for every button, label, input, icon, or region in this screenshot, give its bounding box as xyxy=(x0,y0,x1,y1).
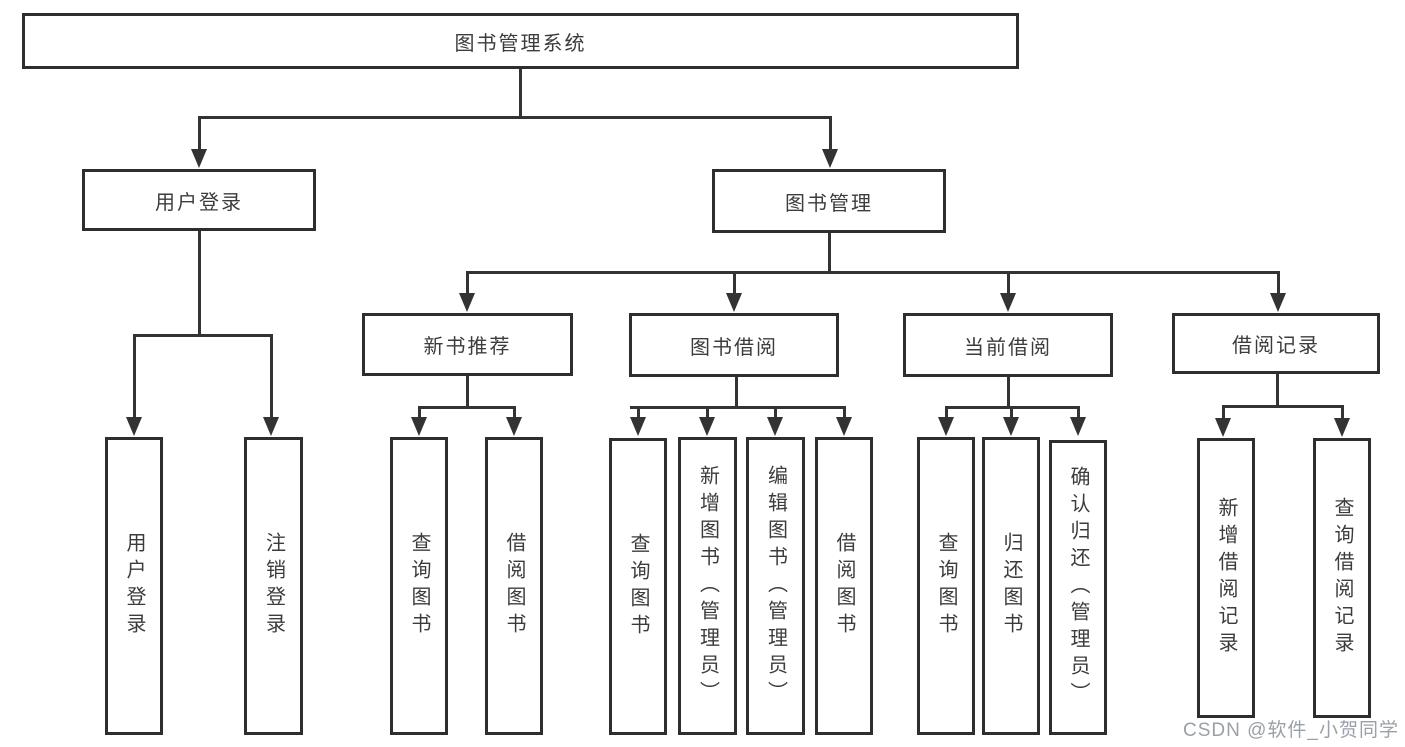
connector-arrow-shaft xyxy=(1340,406,1344,421)
node-leaf-query-book-3: 查询图书 xyxy=(917,437,975,735)
arrowhead-icon xyxy=(1215,418,1231,437)
connector-arrow-shaft xyxy=(417,407,421,420)
arrowhead-icon xyxy=(726,293,742,312)
node-book-borrow: 图书借阅 xyxy=(629,313,839,377)
connector-arrow-shaft xyxy=(732,272,736,296)
connector-arrow-shaft xyxy=(1009,407,1013,420)
arrowhead-icon xyxy=(126,417,142,436)
connector-arrow-shaft xyxy=(132,335,136,420)
connector-line xyxy=(132,333,273,337)
node-label-leaf-return-book: 归还图书 xyxy=(1000,532,1022,640)
node-user-login: 用户登录 xyxy=(82,169,316,231)
connector-line xyxy=(1275,374,1279,408)
node-label-leaf-query-record: 查询借阅记录 xyxy=(1331,497,1353,659)
connector-arrow-shaft xyxy=(773,407,777,420)
connector-arrow-shaft xyxy=(944,407,948,420)
node-new-book-rec: 新书推荐 xyxy=(362,313,573,376)
arrowhead-icon xyxy=(1070,417,1086,436)
node-leaf-borrow-book-1: 借阅图书 xyxy=(485,437,543,735)
arrowhead-icon xyxy=(767,417,783,436)
arrowhead-icon xyxy=(1270,293,1286,312)
connector-arrow-shaft xyxy=(636,407,640,420)
node-leaf-return-book: 归还图书 xyxy=(982,437,1040,735)
arrowhead-icon xyxy=(411,417,427,436)
arrowhead-icon xyxy=(1003,417,1019,436)
node-label-leaf-add-record: 新增借阅记录 xyxy=(1215,497,1237,659)
node-label-root: 图书管理系统 xyxy=(454,32,587,55)
arrowhead-icon xyxy=(836,417,852,436)
connector-arrow-shaft xyxy=(465,272,469,296)
arrowhead-icon xyxy=(630,417,646,436)
node-label-book-mgmt: 图书管理 xyxy=(785,192,873,215)
node-label-leaf-add-book: 新增图书（管理员） xyxy=(696,464,719,708)
node-leaf-query-book-1: 查询图书 xyxy=(390,437,448,735)
node-label-leaf-edit-book: 编辑图书（管理员） xyxy=(764,464,787,708)
connector-arrow-shaft xyxy=(705,407,709,420)
arrowhead-icon xyxy=(263,417,279,436)
connector-line xyxy=(417,405,516,409)
arrowhead-icon xyxy=(1334,418,1350,437)
connector-line xyxy=(1006,377,1010,409)
node-label-new-book-rec: 新书推荐 xyxy=(423,336,512,358)
node-book-mgmt: 图书管理 xyxy=(712,169,946,233)
node-label-book-borrow: 图书借阅 xyxy=(690,336,778,359)
connector-arrow-shaft xyxy=(197,117,201,152)
arrowhead-icon xyxy=(459,293,475,312)
connector-line xyxy=(629,405,846,409)
arrowhead-icon xyxy=(1000,293,1016,312)
arrowhead-icon xyxy=(938,417,954,436)
node-label-leaf-borrow-book-1: 借阅图书 xyxy=(503,532,525,640)
connector-line xyxy=(197,231,201,337)
connector-line xyxy=(465,270,1280,274)
node-label-leaf-query-book-3: 查询图书 xyxy=(935,532,957,640)
node-leaf-query-book-2: 查询图书 xyxy=(609,438,667,735)
connector-arrow-shaft xyxy=(828,117,832,152)
node-leaf-confirm-return: 确认归还（管理员） xyxy=(1049,440,1107,735)
node-label-leaf-confirm-return: 确认归还（管理员） xyxy=(1067,466,1089,709)
connector-arrow-shaft xyxy=(1076,407,1080,420)
arrowhead-icon xyxy=(822,149,838,168)
connector-line xyxy=(197,115,832,119)
connector-line xyxy=(827,233,831,274)
connector-line xyxy=(734,377,738,409)
connector-arrow-shaft xyxy=(512,407,516,420)
connector-arrow-shaft xyxy=(1221,406,1225,421)
connector-line xyxy=(1221,404,1344,408)
connector-line xyxy=(465,376,469,409)
watermark: CSDN @软件_小贺同学 xyxy=(1183,720,1399,741)
node-label-leaf-query-book-2: 查询图书 xyxy=(627,532,649,641)
arrowhead-icon xyxy=(506,417,522,436)
node-label-current-borrow: 当前借阅 xyxy=(964,336,1052,359)
connector-arrow-shaft xyxy=(269,335,273,420)
node-leaf-add-record: 新增借阅记录 xyxy=(1197,438,1255,718)
node-leaf-logout: 注销登录 xyxy=(244,437,303,735)
arrowhead-icon xyxy=(191,149,207,168)
connector-arrow-shaft xyxy=(842,407,846,420)
node-label-leaf-user-login: 用户登录 xyxy=(123,532,145,640)
node-leaf-edit-book: 编辑图书（管理员） xyxy=(746,437,805,735)
node-label-leaf-borrow-book-2: 借阅图书 xyxy=(833,532,855,640)
node-label-leaf-query-book-1: 查询图书 xyxy=(408,532,430,640)
node-borrow-records: 借阅记录 xyxy=(1172,313,1380,374)
connector-arrow-shaft xyxy=(1006,272,1010,296)
node-leaf-borrow-book-2: 借阅图书 xyxy=(815,437,873,735)
arrowhead-icon xyxy=(699,417,715,436)
connector-arrow-shaft xyxy=(1276,272,1280,296)
node-label-leaf-logout: 注销登录 xyxy=(262,532,285,640)
node-label-user-login: 用户登录 xyxy=(155,191,243,214)
node-label-borrow-records: 借阅记录 xyxy=(1232,335,1320,357)
node-leaf-user-login: 用户登录 xyxy=(105,437,163,735)
node-leaf-add-book: 新增图书（管理员） xyxy=(678,437,737,735)
node-root: 图书管理系统 xyxy=(22,13,1019,69)
node-leaf-query-record: 查询借阅记录 xyxy=(1313,438,1371,718)
connector-line xyxy=(518,69,522,119)
node-current-borrow: 当前借阅 xyxy=(903,313,1113,377)
